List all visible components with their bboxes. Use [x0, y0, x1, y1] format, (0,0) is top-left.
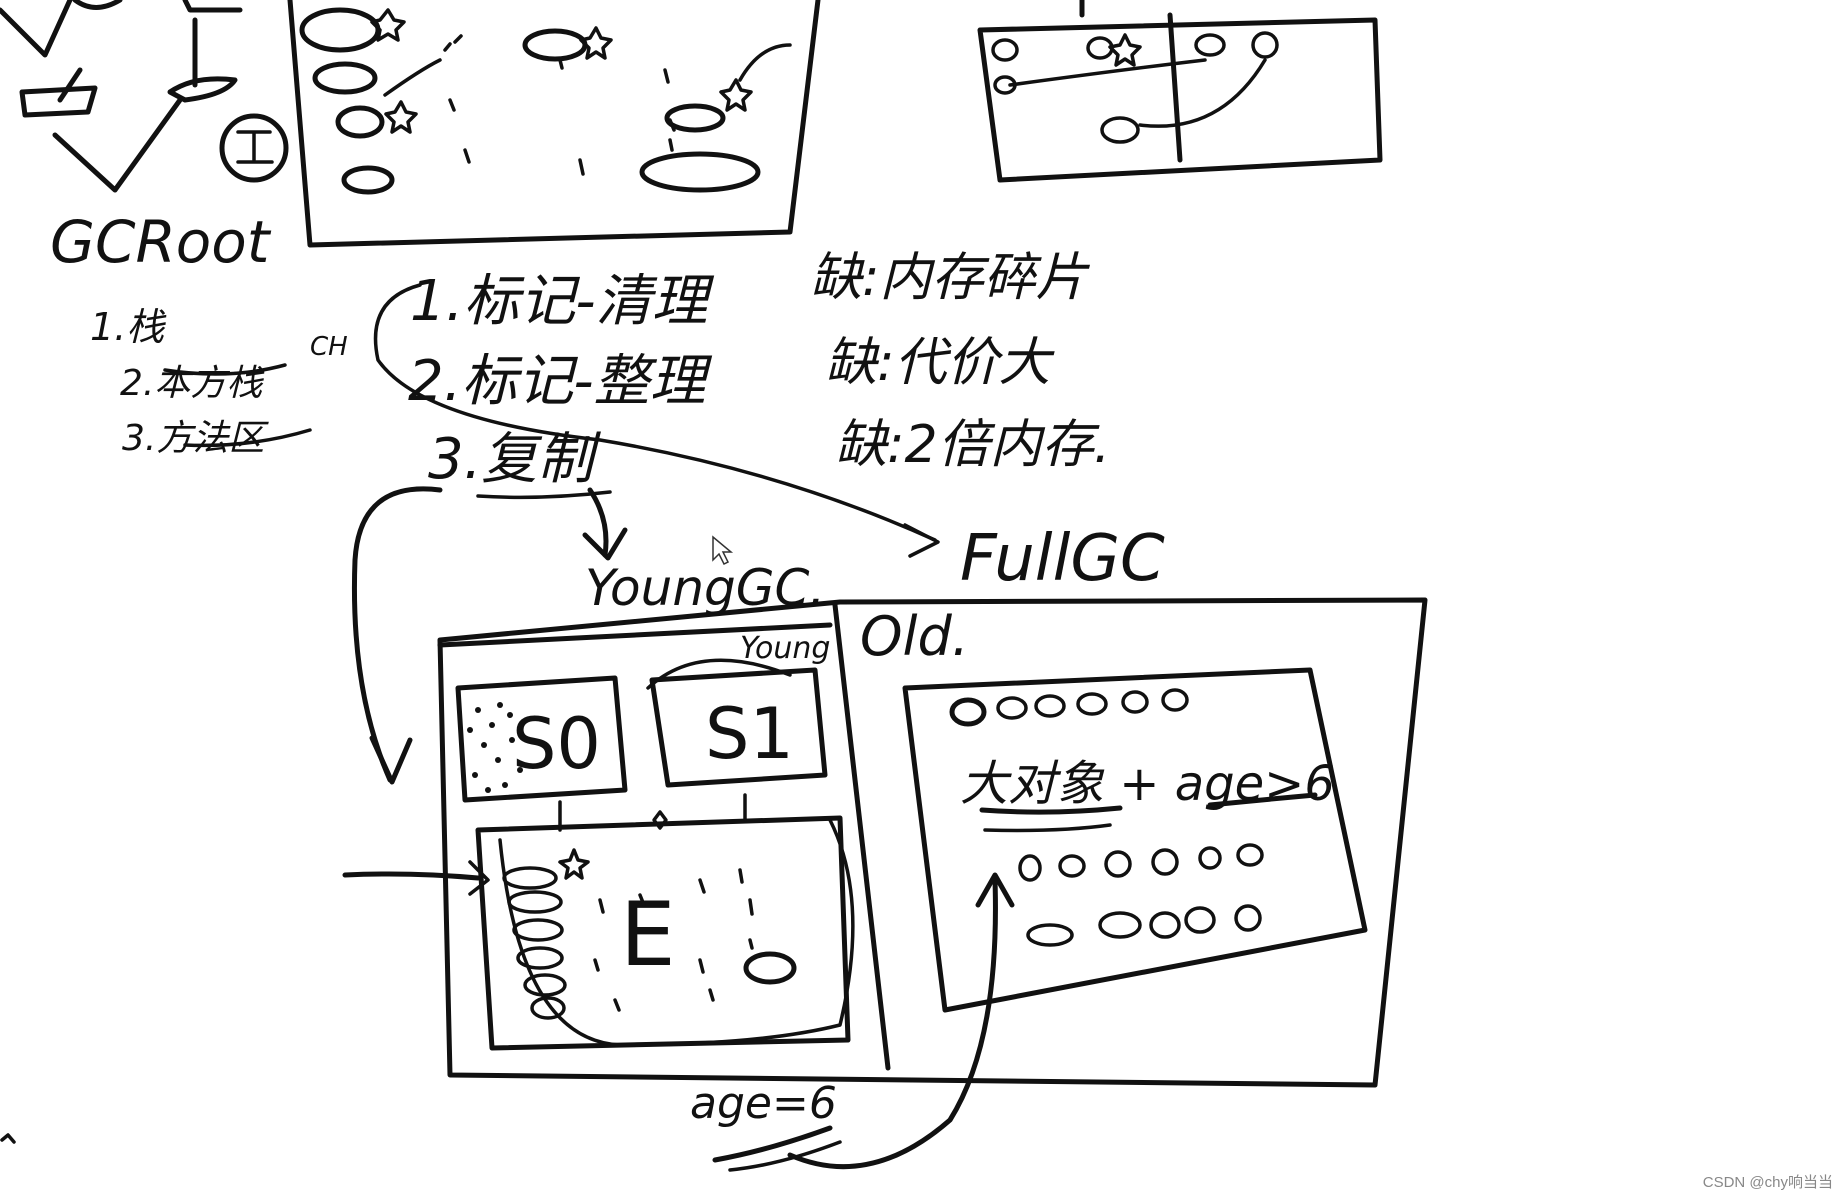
- old-gen-label: Old.: [860, 605, 969, 668]
- arrowhead-younggc: [582, 527, 628, 561]
- grid-sketch-topright: [977, 0, 1383, 183]
- algorithm-mark-sweep: 1.标记-清理: [410, 269, 715, 334]
- eden-objects: [502, 848, 797, 1020]
- drawback-cost: 缺:代价大: [825, 333, 1056, 393]
- underline-root-2: [163, 363, 287, 376]
- drawback-double-memory: 缺:2倍内存.: [835, 415, 1110, 475]
- survivor-s0-box: [455, 675, 628, 803]
- arrow-promotion: [787, 877, 998, 1170]
- old-rule-label: 大对象 + age>6: [960, 756, 1335, 812]
- arrowhead-fullgc: [903, 523, 940, 558]
- gc-root-label: GCRoot: [50, 208, 272, 276]
- underline-age-eq: [712, 1125, 833, 1163]
- gc-root-item-1: 1.栈: [90, 305, 167, 349]
- arrow-to-younggc: [587, 487, 609, 558]
- drawback-fragmentation: 缺:内存碎片: [810, 248, 1091, 308]
- watermark: CSDN @chy响当当: [1702, 1174, 1833, 1191]
- survivor-s1-box: [649, 667, 828, 788]
- eden-box: [475, 815, 851, 1051]
- arrowhead-promotion: [975, 872, 1015, 908]
- young-gen-label: Young: [740, 631, 830, 666]
- arrow-to-fullgc: [373, 283, 937, 542]
- underline-big-object: [979, 805, 1123, 815]
- old-generation: [902, 667, 1368, 1013]
- arrowhead-new-object: [468, 860, 490, 896]
- caret-icon: [0, 1133, 16, 1144]
- underline-root-3: [183, 428, 312, 448]
- survivor-s0-label: S0: [512, 703, 601, 785]
- s0-dots: [467, 702, 523, 793]
- underline-big-object-2: [983, 823, 1112, 833]
- young-generation: [437, 622, 855, 1051]
- ch-label: CH: [310, 332, 348, 362]
- algorithm-mark-compact: 2.标记-整理: [408, 349, 713, 414]
- survivor-s1-label: S1: [705, 693, 794, 775]
- object-graph-topleft: [0, 0, 289, 193]
- arrowhead-copy-loop: [369, 735, 413, 785]
- arrow-new-object: [342, 871, 481, 881]
- heap-box: [437, 597, 1428, 1088]
- arrow-copy-loop: [351, 486, 443, 783]
- full-gc-label: FullGC: [960, 522, 1165, 596]
- old-inner-box: [902, 667, 1368, 1013]
- cursor-icon: [712, 535, 734, 566]
- underline-age-eq-2: [728, 1140, 842, 1172]
- eden-label: E: [620, 883, 676, 986]
- underline-age: [1207, 792, 1318, 808]
- age-label: age=6: [690, 1078, 837, 1129]
- gc-root-item-3: 3.方法区: [122, 418, 269, 459]
- heap-sketch-top: [287, 0, 821, 248]
- gc-root-item-2: 2.本方栈: [120, 363, 264, 404]
